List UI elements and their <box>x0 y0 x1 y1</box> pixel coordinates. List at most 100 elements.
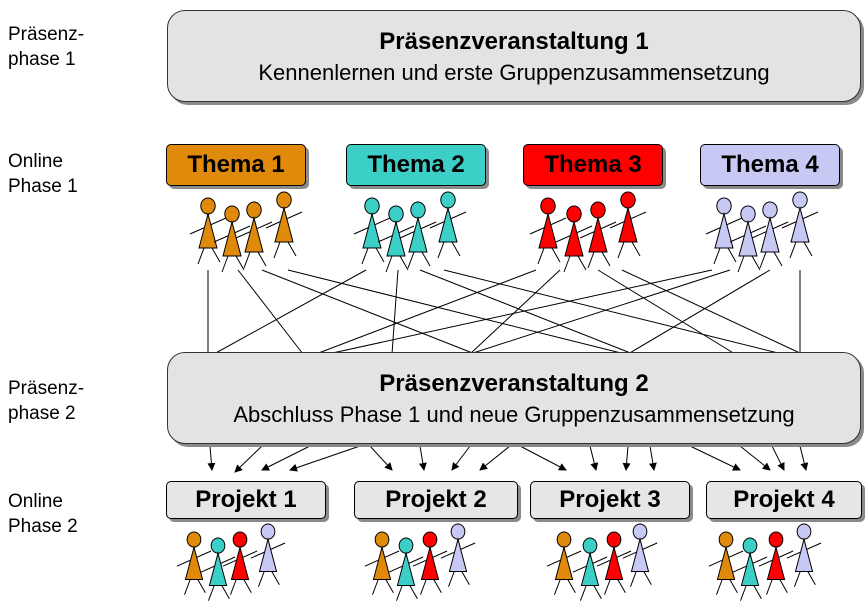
person-leg <box>643 571 652 586</box>
arrow <box>689 445 741 471</box>
person-leg <box>230 579 237 595</box>
connection-line <box>261 269 476 355</box>
person-head <box>450 523 466 540</box>
person-leg <box>789 241 797 259</box>
person-leg <box>740 585 747 601</box>
person-head <box>762 201 778 219</box>
connection-line <box>469 269 561 355</box>
person-leg <box>779 579 788 594</box>
person-body <box>580 551 600 586</box>
event-subtitle: Kennenlernen und erste Gruppenzusammense… <box>258 60 770 85</box>
connection-line <box>327 269 713 355</box>
person-leg <box>375 247 385 263</box>
person-leg <box>385 579 394 594</box>
arrow <box>589 445 599 471</box>
person-leg <box>759 251 767 269</box>
arrow <box>648 445 657 471</box>
person-leg <box>766 579 773 595</box>
person-figure <box>705 197 743 265</box>
person-body <box>222 220 242 257</box>
person-figure <box>222 531 258 595</box>
person-leg <box>587 251 595 269</box>
theme-tag-2: Thema 2 <box>346 144 486 186</box>
person-leg <box>580 585 587 601</box>
person-head <box>260 523 276 540</box>
person-figure <box>609 191 647 259</box>
person-body <box>208 551 228 586</box>
person-head <box>224 205 240 223</box>
person-leg <box>409 585 418 600</box>
person-figure <box>732 537 768 601</box>
person-head <box>740 205 756 223</box>
project-tag-1: Projekt 1 <box>166 481 326 519</box>
person-leg <box>271 571 280 586</box>
connection-line <box>597 269 736 355</box>
person-figure <box>729 205 767 273</box>
person-figure <box>213 205 251 273</box>
person-leg <box>361 247 369 265</box>
connection-line <box>213 269 367 355</box>
person-body <box>740 551 760 586</box>
person-body <box>408 216 428 253</box>
person-body <box>564 220 584 257</box>
person-body <box>184 545 204 580</box>
project-tag-3: Projekt 3 <box>530 481 690 519</box>
person-figure <box>546 531 582 595</box>
event-title: Präsenzveranstaltung 2 <box>379 370 649 397</box>
person-leg <box>221 585 230 600</box>
person-head <box>374 531 390 548</box>
person-body <box>274 206 294 243</box>
person-figure <box>250 523 286 587</box>
person-figure <box>364 531 400 595</box>
person-leg <box>243 251 251 269</box>
connection-line <box>419 269 634 355</box>
person-body <box>198 212 218 249</box>
person-figure <box>555 205 593 273</box>
person-leg <box>197 247 205 265</box>
person-leg <box>601 251 611 267</box>
person-head <box>276 191 292 209</box>
person-leg <box>563 255 571 273</box>
person-body <box>448 537 468 572</box>
person-body <box>738 220 758 257</box>
person-leg <box>184 579 191 595</box>
person-figure <box>572 537 608 601</box>
person-figure <box>399 201 437 269</box>
phase-label-praesenz-2: Präsenz- phase 2 <box>8 378 85 424</box>
phase-label-online-2: Online Phase 2 <box>8 491 78 537</box>
person-leg <box>197 579 206 594</box>
person-figure <box>353 197 391 265</box>
arrow <box>418 445 427 471</box>
person-body <box>258 537 278 572</box>
person-leg <box>437 241 445 259</box>
person-head <box>422 531 438 548</box>
phase-label-praesenz-1: Präsenz- phase 1 <box>8 24 85 70</box>
person-leg <box>221 255 229 273</box>
person-head <box>742 537 758 554</box>
arrow <box>369 445 393 471</box>
person-figure <box>176 531 212 595</box>
person-body <box>716 545 736 580</box>
person-head <box>246 201 262 219</box>
person-head <box>590 201 606 219</box>
person-body <box>244 216 264 253</box>
person-leg <box>551 247 561 263</box>
arrow <box>207 445 216 471</box>
person-figure <box>579 201 617 269</box>
person-leg <box>631 241 641 257</box>
arrow <box>519 445 567 471</box>
person-leg <box>396 585 403 601</box>
person-head <box>440 191 456 209</box>
person-figure <box>189 197 227 265</box>
arrow <box>451 445 471 471</box>
person-leg <box>421 251 431 267</box>
person-figure <box>429 191 467 259</box>
person-figure <box>440 523 476 587</box>
person-body <box>790 206 810 243</box>
theme-tag-3: Thema 3 <box>523 144 663 186</box>
arrow <box>771 445 785 471</box>
arrow <box>799 445 809 471</box>
person-body <box>714 212 734 249</box>
person-leg <box>433 579 442 594</box>
person-leg <box>807 571 816 586</box>
